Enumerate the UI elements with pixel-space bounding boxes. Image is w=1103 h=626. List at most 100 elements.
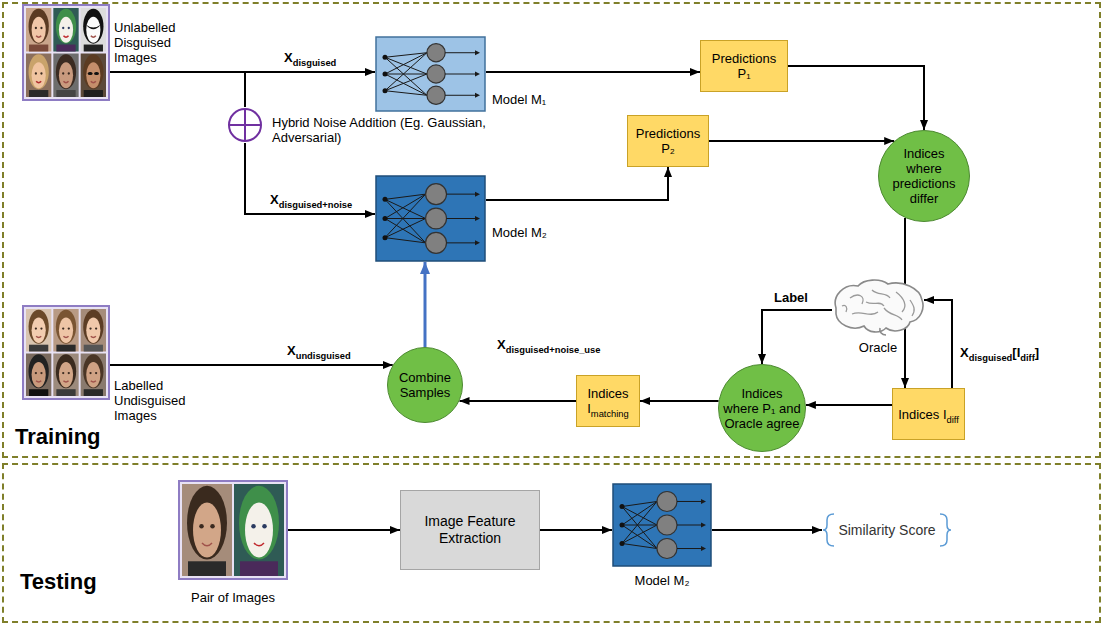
- edge-label: Xdisguised+noise_use: [495, 337, 602, 353]
- drawing-part: [832, 278, 924, 336]
- drawing-part: [84, 345, 103, 352]
- drawing-part: [29, 9, 49, 44]
- drawing-part: [36, 336, 41, 337]
- drawing-part: [62, 27, 64, 29]
- drawing-part: [32, 362, 46, 388]
- drawing-part: [239, 486, 279, 560]
- drawing-part: [40, 27, 42, 29]
- drawing-part: [475, 240, 480, 245]
- drawing-part: [59, 318, 73, 344]
- label-text: Training: [15, 424, 155, 450]
- drawing-part: [376, 176, 485, 261]
- drawing-part: [86, 17, 100, 43]
- label-text: Model M₂: [492, 225, 564, 240]
- drawing-part: [427, 86, 445, 104]
- drawing-part: [83, 310, 103, 344]
- drawing-part: [23, 5, 109, 100]
- drawing-part: [475, 93, 480, 98]
- drawing-part: [53, 54, 78, 98]
- drawing-part: [182, 484, 232, 576]
- drawing-part: [26, 8, 51, 52]
- process-circle: Indices where predictions differ: [878, 130, 970, 222]
- drawing-part: [178, 480, 288, 580]
- drawing-part: [32, 62, 46, 88]
- image-pair: Pair of Images: [178, 480, 288, 610]
- subscript-part: disguised+noise: [279, 200, 352, 210]
- connector: [486, 71, 700, 73]
- drawing-part: [245, 502, 273, 557]
- image-set: Labelled Undisguised Images: [22, 305, 202, 425]
- label-text: Indices Imatching: [580, 386, 636, 416]
- subscript-part: matching: [591, 409, 629, 419]
- drawing-part: [383, 55, 388, 60]
- drawing-part: [475, 216, 480, 221]
- connector: [288, 529, 400, 531]
- label-text: Indices Idiff: [898, 407, 959, 422]
- subscript-part: diff: [947, 414, 959, 424]
- drawing-part: [95, 372, 97, 374]
- drawing-part: [910, 300, 914, 316]
- drawing-part: [383, 72, 388, 77]
- drawing-part: [84, 389, 103, 396]
- subscript-part: diff: [1020, 353, 1035, 363]
- oracle: Oracle: [832, 278, 924, 362]
- edge-label: Label: [772, 290, 810, 306]
- label-text: Image Feature Extraction: [404, 513, 536, 547]
- score-bracket: Similarity Score: [822, 512, 952, 548]
- model-network-figure: [375, 36, 486, 112]
- text-part: X: [287, 343, 296, 358]
- label-text: Model M₁: [492, 92, 564, 107]
- drawing-part: [29, 354, 49, 388]
- label-text: Combine Samples: [392, 370, 458, 400]
- label-text: Unlabelled Disguised Images: [114, 20, 198, 65]
- drawing-part: [657, 539, 677, 559]
- drawing-part: [234, 484, 284, 576]
- drawing-part: [68, 327, 70, 329]
- drawing-part: [193, 502, 221, 557]
- label-text: Oracle: [832, 340, 924, 355]
- drawing-part: [202, 543, 212, 546]
- drawing-part: [426, 208, 447, 229]
- drawing-part: [84, 45, 103, 52]
- edge-label: Xundisguised: [285, 343, 353, 359]
- drawing-part: [56, 354, 76, 388]
- drawing-part: [56, 345, 75, 352]
- drawing-part: [22, 4, 110, 101]
- drawing-part: [677, 501, 704, 502]
- label-text: Pair of Images: [178, 590, 288, 605]
- drawing-part: [81, 54, 106, 98]
- drawing-part: [94, 72, 99, 75]
- drawing-part: [701, 546, 706, 551]
- drawing-part: [56, 9, 76, 44]
- drawing-part: [385, 219, 426, 238]
- drawing-part: [383, 88, 388, 93]
- drawing-part: [83, 354, 103, 388]
- drawing-part: [446, 242, 478, 243]
- drawing-part: [29, 345, 48, 352]
- drawing-part: [376, 37, 485, 111]
- prediction-box: Predictions P₁: [700, 40, 788, 92]
- label-text: Hybrid Noise Addition (Eg. Gaussian, Adv…: [272, 115, 512, 145]
- drawing-part: [36, 36, 41, 37]
- text-part: X: [497, 337, 506, 352]
- drawing-part: [40, 72, 42, 74]
- label-text: Predictions P₂: [631, 126, 705, 156]
- drawing-part: [23, 306, 109, 399]
- drawing-part: [91, 381, 96, 382]
- drawing-part: [83, 54, 103, 89]
- drawing-part: [56, 45, 75, 52]
- drawing-part: [427, 44, 445, 62]
- drawing-part: [199, 524, 204, 529]
- drawing-part: [29, 54, 49, 89]
- drawing-part: [63, 336, 68, 337]
- drawing-part: [475, 72, 480, 77]
- drawing-part: [62, 372, 64, 374]
- subscript-part: disguised: [969, 353, 1013, 363]
- drawing-part: [56, 54, 76, 89]
- process-box: Image Feature Extraction: [400, 490, 540, 570]
- drawing-part: [620, 504, 625, 509]
- drawing-part: [86, 318, 100, 344]
- drawing-part: [426, 232, 447, 253]
- drawing-part: [385, 194, 426, 238]
